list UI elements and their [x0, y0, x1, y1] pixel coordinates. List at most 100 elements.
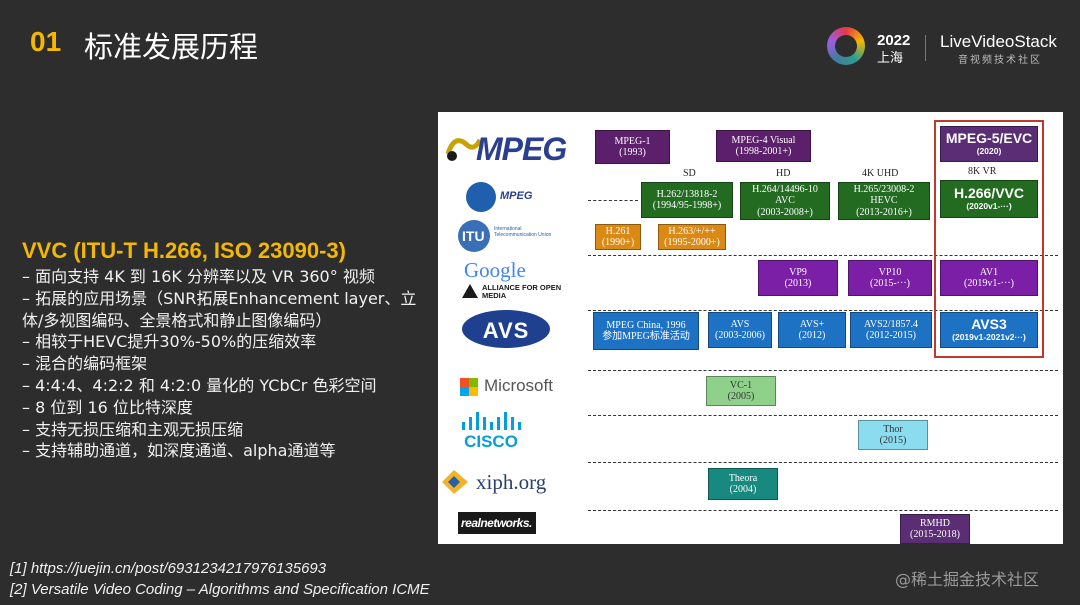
- microsoft-icon: [460, 378, 478, 396]
- itu-globe-icon: [466, 182, 496, 212]
- codec-name: AV1: [979, 266, 999, 278]
- codec-years: (1993): [619, 147, 646, 158]
- row-divider: [588, 462, 1058, 463]
- column-label-hd: HD: [776, 168, 791, 179]
- codec-name: VP10: [878, 266, 902, 278]
- codec-name: VC-1: [729, 379, 753, 391]
- codec-years: (2019v1-···): [964, 278, 1014, 289]
- aom-text: ALLIANCE FOR OPEN MEDIA: [482, 283, 562, 300]
- itu-mpeg-logo: MPEG: [466, 180, 546, 214]
- codec-years: (2015): [879, 435, 907, 446]
- codec-years: (2013): [784, 278, 812, 289]
- codec-alias: AVC: [775, 195, 795, 207]
- codec-name: AVS+: [799, 318, 825, 330]
- codec-years: (2004): [729, 484, 757, 495]
- codec-box-avs: AVS (2003-2006): [708, 312, 772, 348]
- list-item: – 支持无损压缩和主观无损压缩: [22, 419, 244, 439]
- codec-years: (2020v1-···): [966, 201, 1012, 211]
- codec-box-av1: AV1 (2019v1-···): [940, 260, 1038, 296]
- mpeg-logo: MPEG: [444, 130, 574, 167]
- event-logo-inner: [835, 35, 857, 57]
- vvc-feature-list: – 面向支持 4K 到 16K 分辨率以及 VR 360° 视频 – 拓展的应用…: [22, 266, 434, 462]
- codec-box-h263: H.263/+/++ (1995-2000+): [658, 224, 726, 250]
- codec-years: (2012-2015): [866, 330, 916, 341]
- google-logo: Google: [464, 258, 526, 283]
- codec-box-mpeg1: MPEG-1 (1993): [595, 130, 670, 164]
- codec-box-h261: H.261 (1990+): [595, 224, 641, 250]
- realnetworks-logo: realnetworks.: [458, 512, 536, 534]
- codec-name: Theora: [728, 472, 758, 484]
- codec-name: MPEG China, 1996: [606, 319, 686, 331]
- itu-mpeg-text: MPEG: [500, 190, 533, 202]
- column-label-sd: SD: [683, 168, 696, 179]
- list-item: – 混合的编码框架: [22, 354, 148, 374]
- codec-box-h264-avc: H.264/14496-10 AVC (2003-2008+): [740, 182, 830, 220]
- codec-timeline-diagram: MPEG MPEG ITU International Telecommunic…: [438, 112, 1063, 544]
- list-item: – 相较于HEVC提升30%-50%的压缩效率: [22, 332, 317, 352]
- mpeg-swirl-icon: [445, 138, 483, 161]
- codec-box-avs2: AVS2/1857.4 (2012-2015): [850, 312, 932, 348]
- brand-subtitle: 音视频技术社区: [958, 55, 1042, 66]
- codec-box-mpeg-china: MPEG China, 1996 参加MPEG标准活动: [593, 312, 699, 350]
- codec-name: H.262/13818-2: [656, 188, 718, 200]
- microsoft-text: Microsoft: [484, 376, 553, 395]
- codec-box-avs3: AVS3 (2019v1-2021v2···): [940, 312, 1038, 348]
- brand-name: LiveVideoStack: [940, 32, 1057, 51]
- cisco-bars-icon: [462, 412, 521, 430]
- codec-years: (1994/95-1998+): [652, 200, 722, 211]
- realnetworks-text: realnetworks.: [461, 516, 532, 530]
- section-number: 01: [30, 26, 62, 57]
- mpeg-logo-text: MPEG: [476, 131, 567, 167]
- aom-icon: [462, 284, 478, 298]
- microsoft-logo: Microsoft: [460, 376, 590, 396]
- codec-name: AVS: [730, 318, 750, 330]
- codec-box-theora: Theora (2004): [708, 468, 778, 500]
- codec-years: (2015-···): [870, 278, 910, 289]
- google-text: Google: [464, 258, 526, 282]
- codec-box-vc1: VC-1 (2005): [706, 376, 776, 406]
- reference-1: [1] https://juejin.cn/post/6931234217976…: [10, 560, 327, 577]
- codec-box-thor: Thor (2015): [858, 420, 928, 450]
- codec-years: (2013-2016+): [856, 206, 912, 218]
- row-divider: [588, 415, 1058, 416]
- codec-name: AVS3: [971, 316, 1007, 332]
- codec-box-vp9: VP9 (2013): [758, 260, 838, 296]
- codec-years: (1995-2000+): [664, 237, 720, 248]
- column-label-4k-uhd: 4K UHD: [862, 168, 899, 179]
- latest-standards-highlight: [934, 120, 1044, 358]
- list-item: – 8 位到 16 位比特深度: [22, 397, 193, 417]
- codec-years: (2003-2008+): [757, 206, 813, 218]
- codec-box-mpeg5-evc: MPEG-5/EVC (2020): [940, 126, 1038, 162]
- list-item: – 拓展的应用场景（SNR拓展Enhancement layer、立体/多视图编…: [22, 288, 417, 330]
- xiph-logo: xiph.org: [440, 468, 570, 498]
- codec-name: RMHD: [919, 517, 950, 529]
- cisco-logo: CISCO: [460, 410, 524, 456]
- xiph-text: xiph.org: [476, 470, 547, 494]
- codec-name: VP9: [789, 266, 807, 278]
- itu-text: ITU: [462, 228, 485, 244]
- list-item: – 面向支持 4K 到 16K 分辨率以及 VR 360° 视频: [22, 267, 375, 286]
- reference-2: [2] Versatile Video Coding – Algorithms …: [10, 581, 430, 598]
- codec-years: (2015-2018): [910, 529, 960, 540]
- codec-name: H.261: [605, 225, 631, 237]
- codec-name: H.263/+/++: [668, 225, 716, 237]
- codec-name: H.265/23008-2: [853, 183, 915, 195]
- codec-name: Thor: [883, 423, 903, 435]
- codec-alias: HEVC: [870, 195, 898, 207]
- row-divider: [588, 310, 1058, 311]
- itu-subtext: International Telecommunication Union: [494, 226, 552, 238]
- codec-years: 参加MPEG标准活动: [602, 331, 690, 342]
- column-label-8k-vr: 8K VR: [968, 166, 997, 177]
- itu-globe-icon: [458, 220, 490, 252]
- page-title: 标准发展历程: [84, 30, 259, 64]
- codec-box-mpeg4-visual: MPEG-4 Visual (1998-2001+): [716, 130, 811, 162]
- codec-years: (2003-2006): [715, 330, 765, 341]
- event-year: 2022: [877, 32, 911, 49]
- event-city: 上海: [877, 51, 904, 66]
- list-item: – 4:4:4、4:2:2 和 4:2:0 量化的 YCbCr 色彩空间: [22, 375, 377, 395]
- logo-divider: [925, 35, 926, 61]
- codec-years: (1990+): [601, 237, 635, 248]
- avs-text: AVS: [482, 318, 530, 343]
- codec-box-h265-hevc: H.265/23008-2 HEVC (2013-2016+): [838, 182, 930, 220]
- codec-years: (1998-2001+): [735, 146, 792, 157]
